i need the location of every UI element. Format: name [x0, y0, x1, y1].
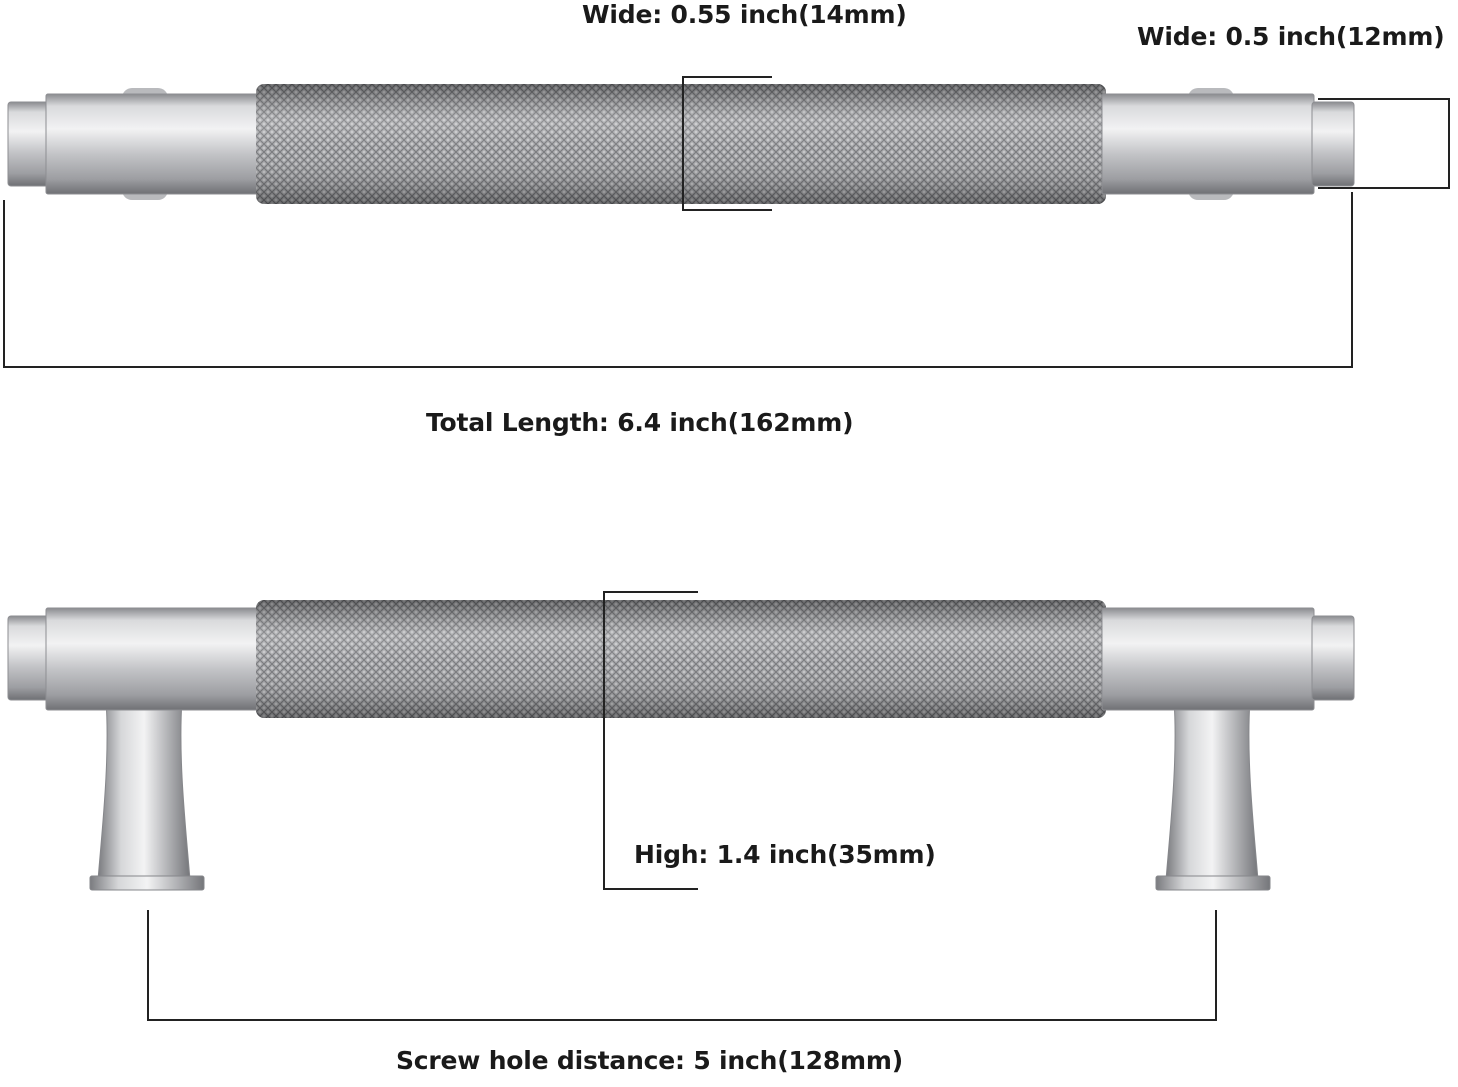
total-length-label: Total Length: 6.4 inch(162mm)	[426, 408, 854, 437]
bar-width-bracket	[682, 76, 772, 211]
bar-width-label: Wide: 0.55 inch(14mm)	[582, 0, 907, 29]
front-end-cap-left	[7, 615, 51, 701]
sleeve-left	[45, 93, 261, 195]
post-right	[1165, 689, 1259, 881]
post-base-right	[1155, 875, 1271, 891]
height-label: High: 1.4 inch(35mm)	[634, 840, 936, 869]
front-end-cap-right	[1311, 615, 1355, 701]
handle-front-view	[7, 600, 1355, 891]
end-width-label: Wide: 0.5 inch(12mm)	[1137, 22, 1445, 51]
total-length-bracket	[3, 192, 1353, 368]
front-sleeve-right	[1101, 607, 1315, 711]
post-base-left	[89, 875, 205, 891]
sleeve-right	[1101, 93, 1315, 195]
screw-hole-bracket	[147, 910, 1217, 1021]
end-width-bracket	[1318, 98, 1450, 189]
knurled-bar-shade	[256, 84, 1106, 204]
front-sleeve-left	[45, 607, 261, 711]
end-cap-right	[1311, 101, 1355, 187]
dimension-lines-top	[3, 76, 1450, 368]
height-bracket	[603, 591, 698, 890]
front-knurled-bar-shade	[256, 600, 1106, 718]
post-left	[97, 689, 191, 881]
end-cap-left	[7, 101, 51, 187]
screw-hole-distance-label: Screw hole distance: 5 inch(128mm)	[396, 1046, 903, 1075]
dimension-lines-front	[147, 591, 1217, 1021]
handle-top-view	[7, 84, 1355, 204]
